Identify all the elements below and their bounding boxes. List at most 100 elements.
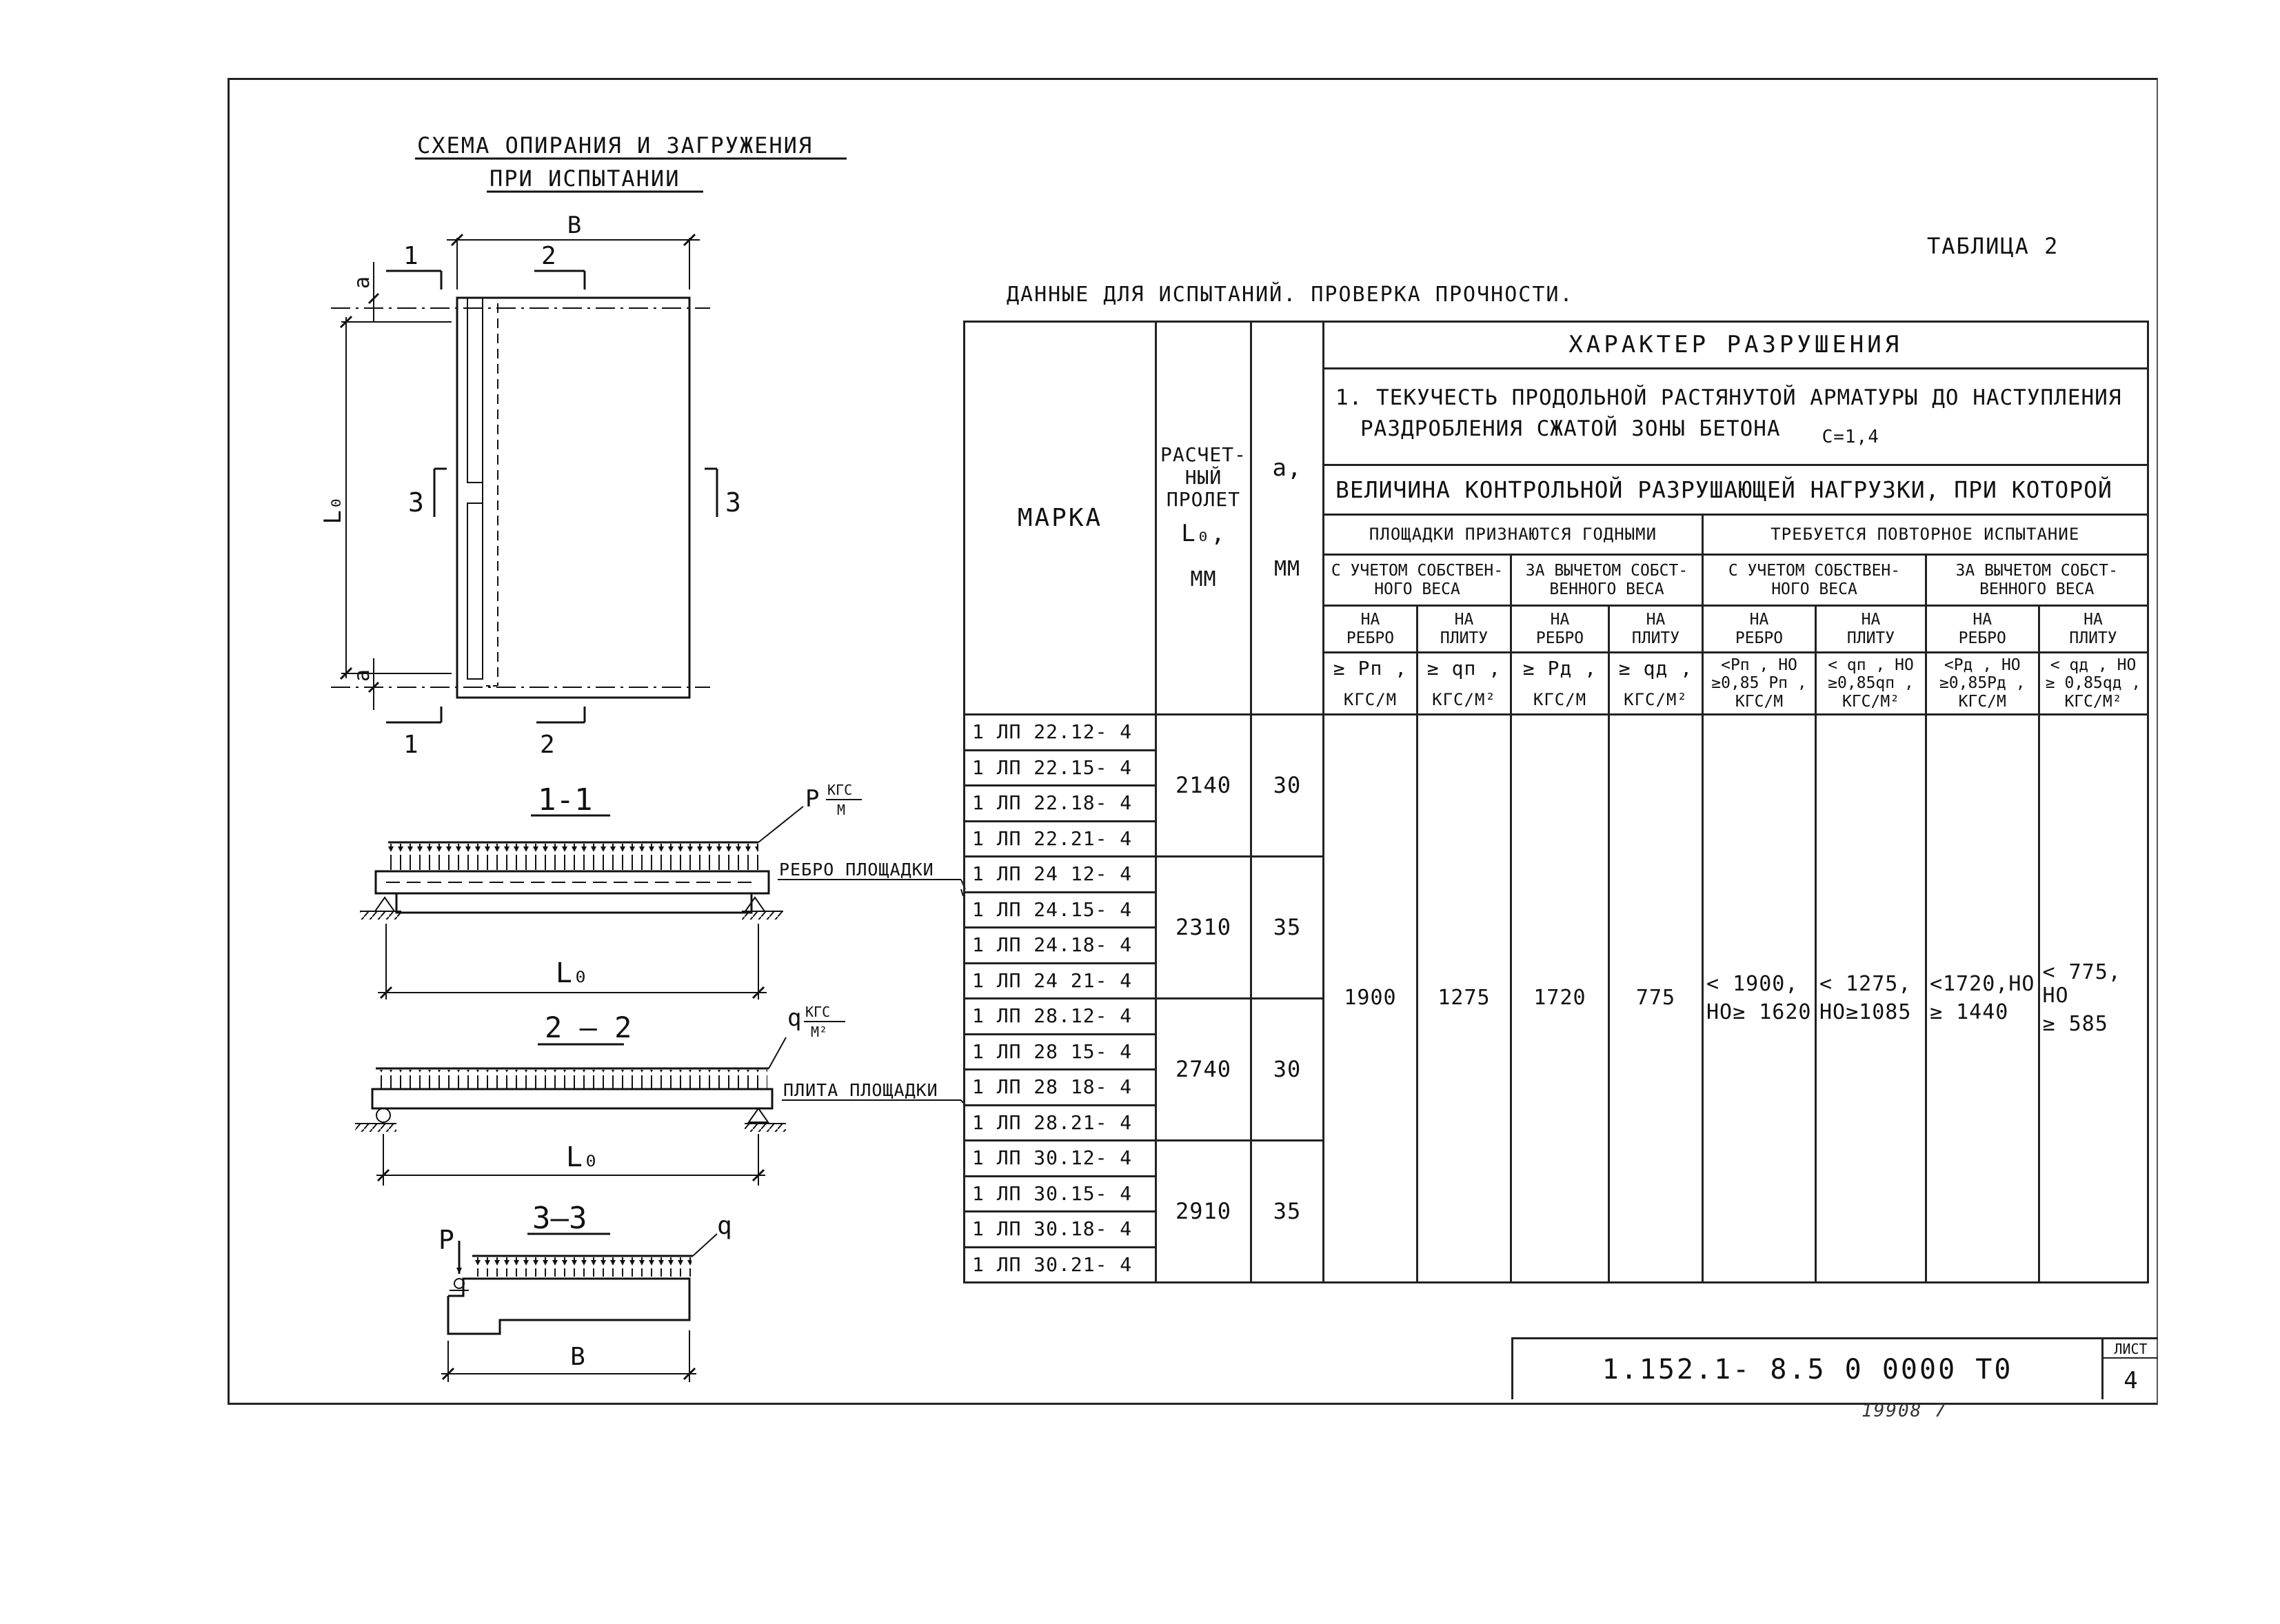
section-2-2-span: L₀ — [566, 1141, 599, 1173]
header-minus-weight: ЗА ВЫЧЕТОМ СОБСТ-ВЕННОГО ВЕСА — [1925, 554, 2149, 607]
table-row: 1 ЛП 30.21- 4 — [963, 1246, 2148, 1283]
mark-cell: 1 ЛП 22.18- 4 — [963, 784, 1157, 822]
header-mark: МАРКА — [963, 321, 1157, 715]
mark-cell: 1 ЛП 28.21- 4 — [963, 1104, 1157, 1141]
header-formula: ≥ Рд ,КГС/М — [1510, 651, 1610, 715]
stamp-note: 19908 7 — [1862, 1401, 1947, 1421]
load-value-cell: 1900 — [1322, 713, 1418, 1283]
mark-cell: 1 ЛП 22.15- 4 — [963, 749, 1157, 786]
table-row: 1 ЛП 30.18- 4 — [963, 1210, 2148, 1248]
plan-dim-l0: L₀ — [319, 496, 347, 525]
mark-cell: 1 ЛП 24 12- 4 — [963, 855, 1157, 893]
sheet-frame — [228, 78, 2158, 1405]
section-1-1-title: 1-1 — [538, 782, 592, 818]
mark-cell: 1 ЛП 30.21- 4 — [963, 1246, 1157, 1283]
header-with-weight: С УЧЕТОМ СОБСТВЕН-НОГО ВЕСА — [1322, 554, 1512, 607]
table-row: 1 ЛП 24 21- 4 — [963, 962, 2148, 999]
load-value-cell: < 1900,НО≥ 1620 — [1702, 713, 1817, 1283]
section-3-3-width: В — [570, 1343, 585, 1371]
cut-2-top: 2 — [541, 242, 556, 270]
cut-1-bottom: 1 — [403, 731, 418, 759]
section-3-3: 3–3 Р q В — [438, 1201, 732, 1382]
header-formula: <Рп , НО≥0,85 Рп ,КГС/М — [1702, 651, 1817, 715]
header-a: а,ММ — [1250, 321, 1324, 715]
mark-cell: 1 ЛП 28.12- 4 — [963, 997, 1157, 1035]
section-1-1-load-unit-num: КГС — [827, 782, 852, 798]
scheme-title-line2: ПРИ ИСПЫТАНИИ — [490, 165, 680, 192]
section-2-2-load: q — [787, 1004, 801, 1032]
mark-cell: 1 ЛП 24.18- 4 — [963, 926, 1157, 964]
mark-cell: 1 ЛП 30.18- 4 — [963, 1210, 1157, 1248]
header-retest: ТРЕБУЕТСЯ ПОВТОРНОЕ ИСПЫТАНИЕ — [1702, 514, 2149, 556]
sheet-number-box: ЛИСТ 4 — [2101, 1337, 2158, 1399]
section-2-2-title: 2 — 2 — [545, 1011, 632, 1044]
table-row: 1 ЛП 30.15- 4 — [963, 1175, 2148, 1212]
table-row: 1 ЛП 22.21- 4 — [963, 820, 2148, 857]
header-case-c: С=1,4 — [1822, 427, 1879, 448]
cut-3-left: 3 — [408, 487, 424, 518]
load-value-cell: < 1275,НО≥1085 — [1815, 713, 1927, 1283]
cut-3-right: 3 — [725, 487, 741, 518]
span-cell: 2140 — [1155, 713, 1252, 857]
mark-cell: 1 ЛП 24.15- 4 — [963, 891, 1157, 928]
section-1-1-load-unit-den: М — [837, 802, 845, 818]
a-cell: 35 — [1250, 1139, 1324, 1283]
header-formula: < qд , НО≥ 0,85qд ,КГС/М² — [2037, 651, 2149, 715]
cut-1-top: 1 — [403, 242, 418, 270]
section-3-3-load-p: Р — [438, 1225, 454, 1255]
section-2-2: 2 — 2 q КГС М² ПЛИТА ПЛОЩАДКИ L₀ — [355, 1004, 961, 1186]
table-caption: ДАННЫЕ ДЛЯ ИСПЫТАНИЙ. ПРОВЕРКА ПРОЧНОСТИ… — [1007, 283, 1574, 307]
table-row: 1 ЛП 24.18- 4 — [963, 926, 2148, 964]
section-1-1-load: Р — [805, 785, 819, 813]
section-2-2-load-unit-num: КГС — [805, 1004, 830, 1020]
header-minus-weight: ЗА ВЫЧЕТОМ СОБСТ-ВЕННОГО ВЕСА — [1510, 554, 1704, 607]
table-row: 1 ЛП 24.15- 4 — [963, 891, 2148, 928]
a-cell: 30 — [1250, 997, 1324, 1141]
section-2-2-label: ПЛИТА ПЛОЩАДКИ — [783, 1080, 938, 1100]
plan-view: В L₀ а а 1 1 2 2 — [319, 212, 741, 759]
document-code: 1.152.1- 8.5 0 0000 Т0 — [1511, 1337, 2101, 1399]
span-cell: 2310 — [1155, 855, 1252, 999]
span-cell: 2910 — [1155, 1139, 1252, 1283]
table-row: 1 ЛП 22.18- 4 — [963, 784, 2148, 822]
table-row: 1 ЛП 28 15- 4 — [963, 1033, 2148, 1070]
mark-cell: 1 ЛП 28 18- 4 — [963, 1068, 1157, 1106]
sheet-label: ЛИСТ — [2104, 1341, 2158, 1359]
plan-dim-a-top: а — [350, 276, 374, 289]
table-label: ТАБЛИЦА 2 — [1927, 233, 2059, 259]
header-formula: ≥ Рп ,КГС/М — [1322, 651, 1418, 715]
section-1-1-label: РЕБРО ПЛОЩАДКИ — [779, 860, 934, 880]
header-with-weight: С УЧЕТОМ СОБСТВЕН-НОГО ВЕСА — [1702, 554, 1927, 607]
scheme-title-line1: СХЕМА ОПИРАНИЯ И ЗАГРУЖЕНИЯ — [417, 132, 813, 159]
header-formula: ≥ qп ,КГС/М² — [1416, 651, 1512, 715]
load-value-cell: 1275 — [1416, 713, 1512, 1283]
section-1-1-span: L₀ — [556, 957, 589, 989]
sheet-number: 4 — [2123, 1367, 2138, 1394]
header-accepted: ПЛОЩАДКИ ПРИЗНАЮТСЯ ГОДНЫМИ — [1322, 514, 1704, 556]
header-character: ХАРАКТЕР РАЗРУШЕНИЯ — [1322, 321, 2149, 369]
mark-cell: 1 ЛП 28 15- 4 — [963, 1033, 1157, 1070]
header-control-load: ВЕЛИЧИНА КОНТРОЛЬНОЙ РАЗРУШАЮЩЕЙ НАГРУЗК… — [1322, 464, 2149, 516]
section-1-1: 1-1 Р КГС М РЕБРО ПЛОЩАДКИ — [360, 782, 966, 999]
a-cell: 30 — [1250, 713, 1324, 857]
section-3-3-title: 3–3 — [532, 1201, 587, 1236]
section-3-3-load-q: q — [717, 1212, 732, 1240]
mark-cell: 1 ЛП 30.15- 4 — [963, 1175, 1157, 1212]
mark-cell: 1 ЛП 24 21- 4 — [963, 962, 1157, 999]
a-cell: 35 — [1250, 855, 1324, 999]
